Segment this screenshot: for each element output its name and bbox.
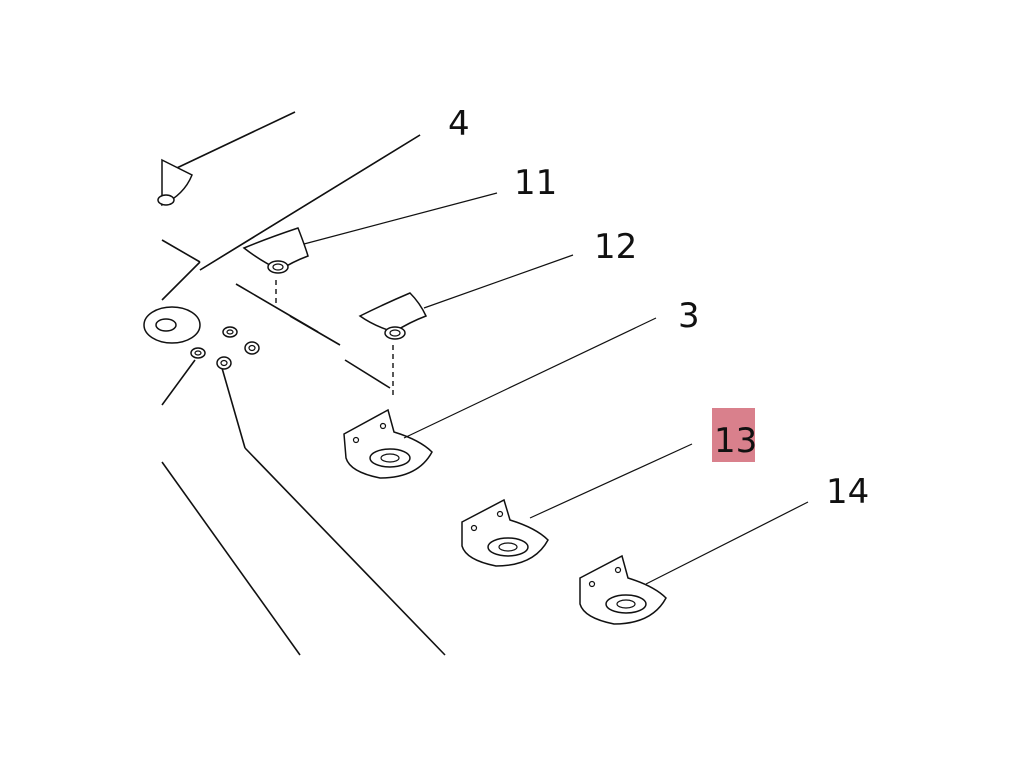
round-boss	[143, 306, 201, 344]
part-4-cup	[157, 158, 193, 207]
callout-labels: 4 11 12 3 13 14	[448, 104, 869, 512]
leader-3	[403, 317, 657, 439]
leader-lines	[199, 134, 809, 585]
part-12-cup	[358, 292, 428, 395]
part-13-bracket	[461, 498, 549, 567]
part-3-bracket	[343, 408, 433, 479]
washers-and-nuts	[190, 326, 260, 370]
part-14-bracket	[579, 554, 667, 625]
callout-12: 12	[594, 227, 637, 267]
callout-3: 3	[678, 296, 700, 336]
callout-14: 14	[826, 472, 869, 512]
callout-13: 13	[714, 421, 757, 461]
leader-13	[529, 443, 693, 519]
chassis-frame	[161, 111, 446, 656]
part-11-cup	[242, 227, 309, 305]
callout-13-highlight	[712, 408, 755, 462]
leader-11	[303, 192, 498, 245]
leader-14	[645, 501, 809, 585]
callout-4: 4	[448, 104, 470, 144]
leader-4	[199, 134, 421, 271]
leader-12	[423, 254, 574, 309]
callout-11: 11	[514, 163, 557, 203]
